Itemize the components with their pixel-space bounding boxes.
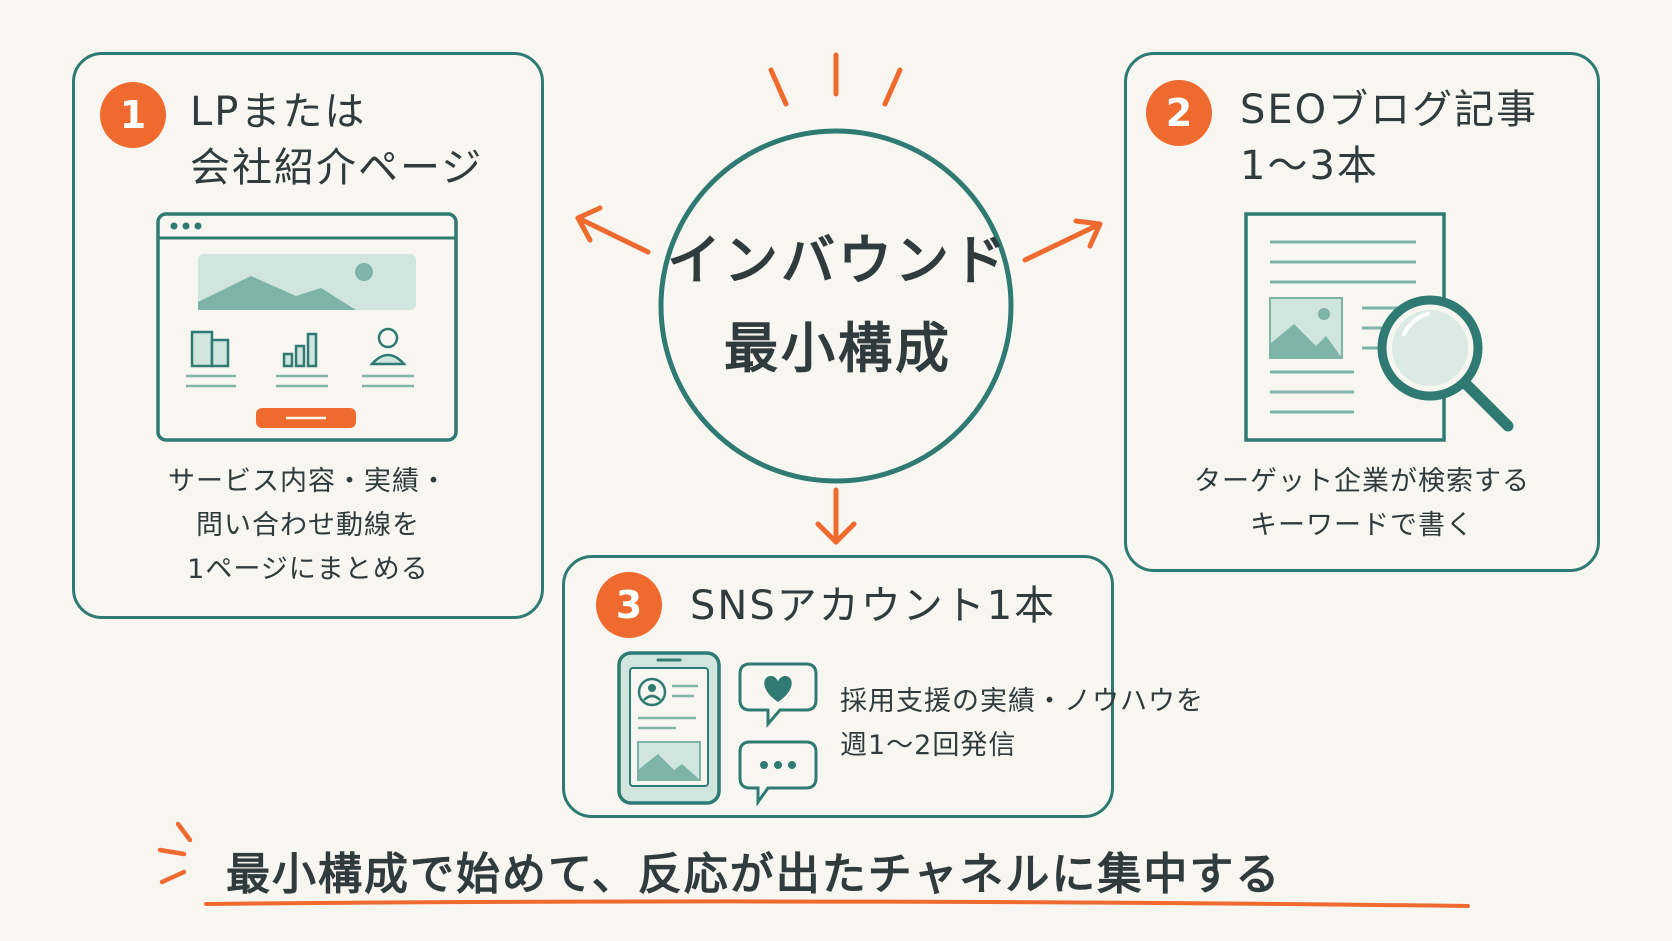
arrow-to-card-3 [815,487,857,545]
card-1-desc-line1: サービス内容・実績・ [168,466,448,497]
card-3-title: SNSアカウント1本 [690,578,1056,634]
card-2-title: SEOブログ記事 1～3本 [1240,82,1538,194]
bottom-message: 最小構成で始めて、反応が出たチャネルに集中する [226,849,1282,900]
card-1-desc-line2: 問い合わせ動線を [196,510,420,541]
bar-chart-icon [282,332,318,368]
card-1-title: LPまたは 会社紹介ページ [190,84,483,196]
heart-bubble-icon [738,662,818,729]
document-icon [1244,212,1514,442]
center-title-line2: 最小構成 [724,317,952,380]
card-2-title-line2: 1～3本 [1240,143,1379,189]
arrow-to-card-2 [1022,218,1103,263]
magnifier-icon [1377,295,1514,432]
card-3-desc-line2: 週1～2回発信 [840,730,1017,761]
card-2-description: ターゲット企業が検索する キーワードで書く [1124,460,1600,548]
center-title-line1: インバウンド [667,229,1009,292]
card-1-title-line1: LPまたは [190,89,367,135]
badge-1: 1 [100,82,166,148]
emphasis-marks-icon [157,821,193,885]
arrow-to-card-1 [575,205,651,255]
chat-bubble-icon [738,740,818,807]
card-2-desc-line1: ターゲット企業が検索する [1194,466,1530,497]
browser-window-icon [156,212,458,442]
card-3-title-line1: SNSアカウント1本 [690,583,1057,629]
badge-3: 3 [596,572,662,638]
card-1-title-line2: 会社紹介ページ [190,145,484,191]
card-1-description: サービス内容・実績・ 問い合わせ動線を 1ページにまとめる [72,460,544,592]
card-2-title-line1: SEOブログ記事 [1240,87,1539,133]
smartphone-icon [617,651,721,805]
card-3-description: 採用支援の実績・ノウハウを 週1～2回発信 [840,680,1204,768]
building-icon [190,330,230,368]
person-icon [369,327,407,366]
card-3-desc-line1: 採用支援の実績・ノウハウを [840,686,1204,717]
badge-2: 2 [1146,80,1212,146]
card-2-desc-line2: キーワードで書く [1250,510,1474,541]
card-1-desc-line3: 1ページにまとめる [187,554,429,585]
